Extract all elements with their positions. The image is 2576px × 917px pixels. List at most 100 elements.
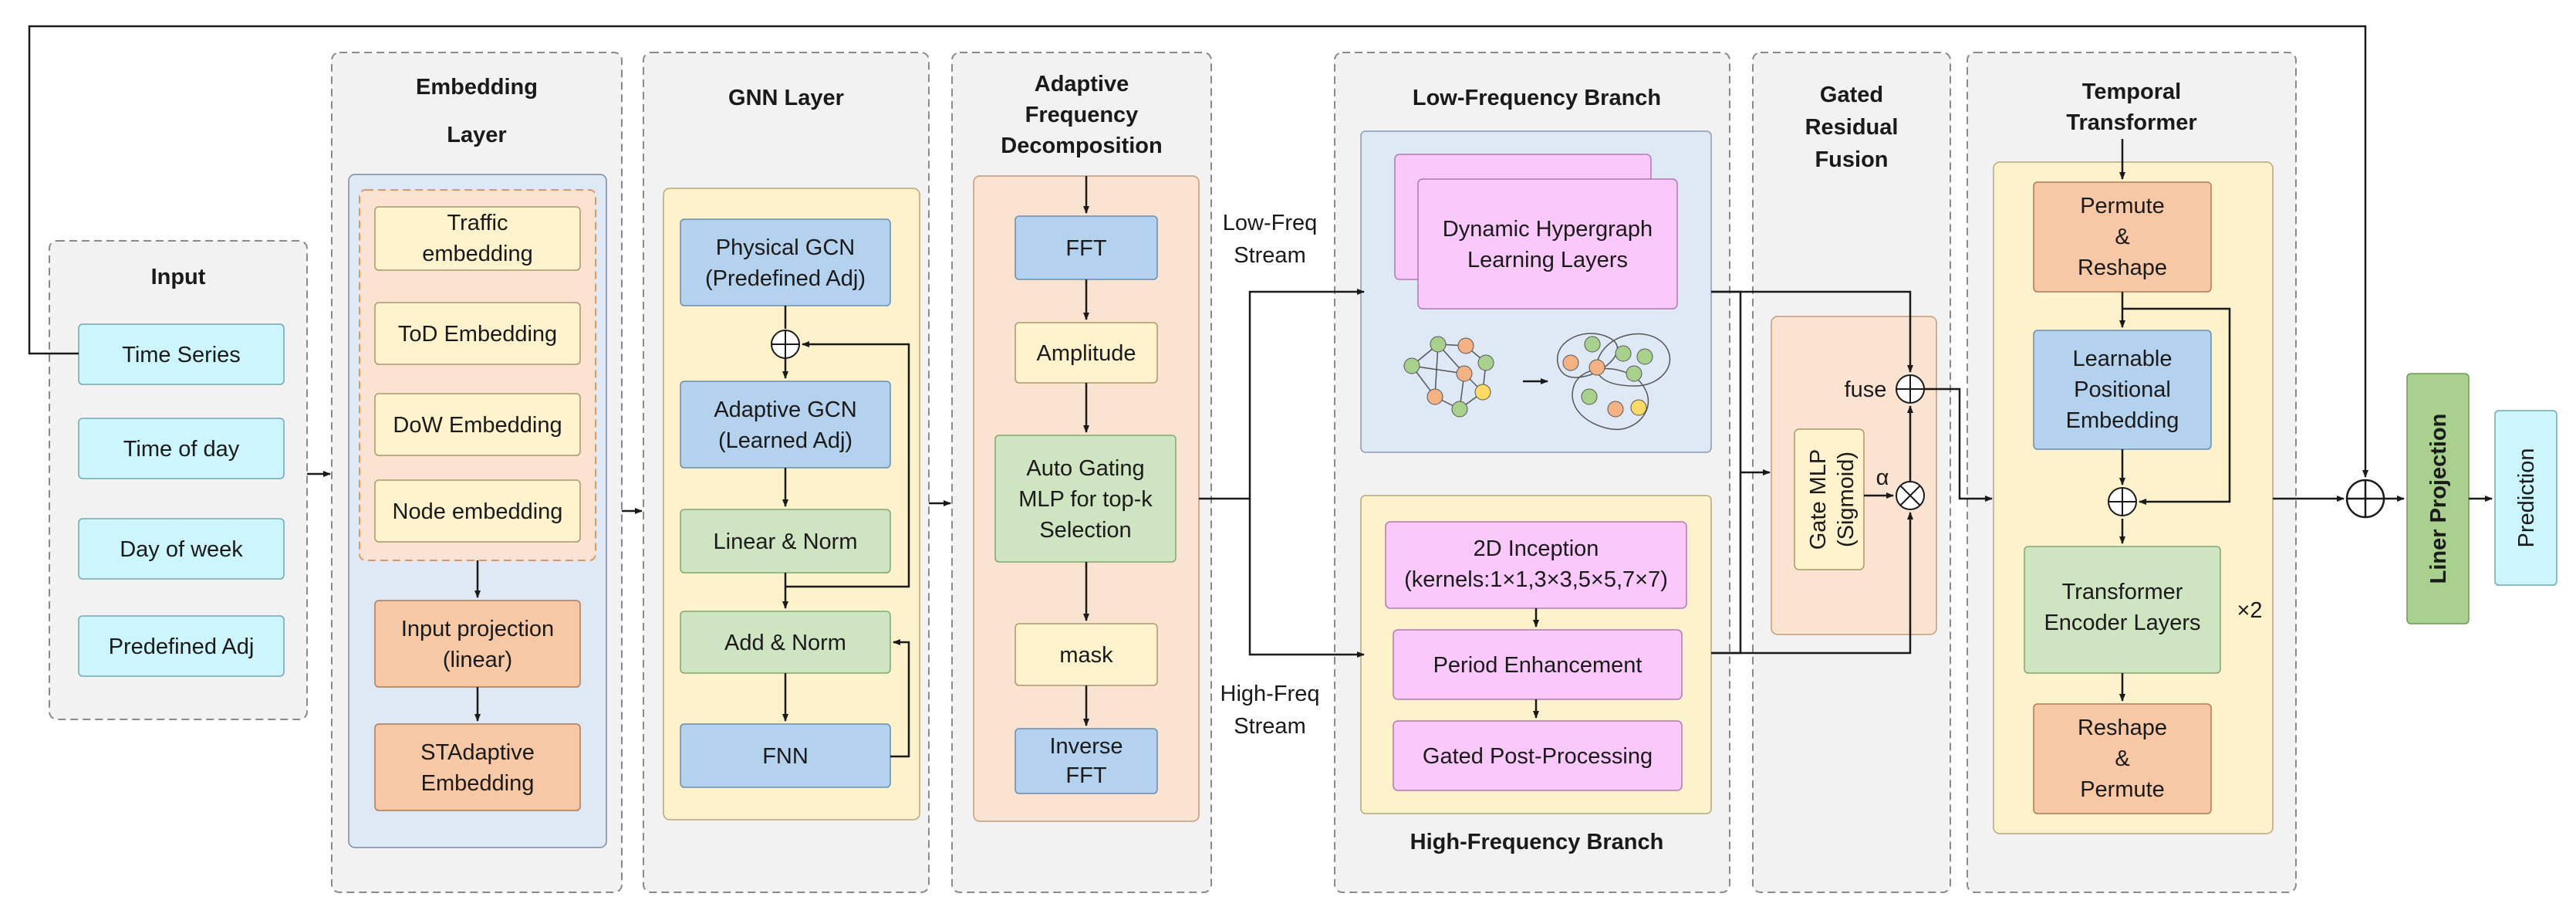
temporal-title-2: Transformer	[2066, 110, 2196, 135]
adaptive-gcn-line2: (Learned Adj)	[718, 428, 852, 453]
freq-title-2: Frequency	[1025, 103, 1139, 127]
graph-illustration	[1403, 336, 1494, 418]
node-embedding-label: Node embedding	[393, 499, 563, 524]
inception-line1: 2D Inception	[1474, 536, 1599, 561]
liner-projection-label: Liner Projection	[2426, 414, 2451, 584]
high-branch-title: High-Frequency Branch	[1410, 830, 1664, 854]
input-title: Input	[151, 265, 206, 289]
embedding-layer: Traffic embedding ToD Embedding DoW Embe…	[348, 174, 607, 848]
traffic-embedding-line1: Traffic	[447, 211, 508, 235]
input-time-series-label: Time Series	[122, 343, 241, 367]
permute-reshape-line3: Reshape	[2078, 255, 2167, 280]
hypergraph-box	[1417, 178, 1678, 310]
embedding-title-line2: Layer	[447, 123, 506, 147]
fuse-label: fuse	[1845, 377, 1887, 402]
alpha-label: α	[1876, 465, 1889, 490]
freq-title-3: Decomposition	[1001, 134, 1162, 158]
prediction-box	[2494, 410, 2557, 586]
mask-label: mask	[1059, 643, 1113, 668]
positional-line1: Learnable	[2073, 347, 2173, 371]
high-freq-stream-line2: Stream	[1234, 714, 1305, 739]
low-branch-title: Low-Frequency Branch	[1413, 86, 1661, 110]
positional-line2: Positional	[2074, 377, 2171, 402]
gate-mlp-sigmoid: (Sigmoid)	[1834, 452, 1859, 547]
dow-embedding-label: DoW Embedding	[393, 413, 562, 438]
fuse-sum-icon	[1896, 374, 1925, 404]
connectors	[28, 25, 2493, 758]
hypergraph-illustration	[1556, 333, 1671, 431]
output-sum-icon	[2345, 479, 2385, 519]
fnn-label: FNN	[762, 744, 809, 769]
gating-line3: Selection	[1039, 518, 1131, 543]
low-freq-stream-line2: Stream	[1234, 243, 1305, 268]
adaptive-gcn-box	[680, 381, 891, 469]
embedding-title-line1: Embedding	[416, 75, 538, 100]
gated-post-label: Gated Post-Processing	[1423, 744, 1653, 769]
permute-reshape-line2: &	[2115, 225, 2129, 249]
inverse-fft-line1: Inverse	[1049, 734, 1123, 759]
input-predefined-adj-label: Predefined Adj	[109, 634, 255, 659]
reshape-permute-box	[2033, 703, 2212, 814]
stadaptive-box	[374, 723, 581, 811]
inception-line2: (kernels:1×1,3×3,5×5,7×7)	[1404, 567, 1668, 592]
low-branch: Dynamic Hypergraph Learning Layers	[1360, 130, 1712, 453]
physical-gcn-box	[680, 218, 891, 306]
inception-box	[1385, 521, 1687, 609]
temporal-layer: Permute & Reshape Learnable Positional E…	[1993, 161, 2274, 834]
tod-embedding-box	[374, 302, 581, 365]
physical-gcn-line1: Physical GCN	[716, 235, 856, 260]
transformer-encoder-box	[2024, 546, 2221, 674]
stadaptive-line2: Embedding	[421, 771, 535, 796]
temporal-sum-icon	[2108, 487, 2137, 516]
input-time-of-day-label: Time of day	[123, 437, 240, 462]
high-freq-stream-line1: High-Freq	[1220, 682, 1320, 706]
gating-line1: Auto Gating	[1026, 456, 1144, 481]
inverse-fft-box	[1015, 728, 1158, 794]
gated-post-box	[1393, 720, 1683, 791]
gate-mlp-label: Gate MLP	[1806, 449, 1831, 550]
fusion-title-3: Fusion	[1815, 147, 1888, 172]
tod-embedding-label: ToD Embedding	[398, 322, 557, 347]
hypergraph-line1: Dynamic Hypergraph	[1443, 217, 1653, 242]
input-time-of-day	[78, 418, 285, 479]
temporal-title-1: Temporal	[2082, 80, 2181, 104]
add-norm-label: Add & Norm	[724, 631, 846, 655]
fft-label: FFT	[1065, 236, 1106, 261]
traffic-embedding-line2: embedding	[422, 242, 533, 266]
traffic-embedding-box	[374, 206, 581, 271]
input-predefined-adj	[78, 615, 285, 677]
permute-reshape-line1: Permute	[2080, 194, 2165, 218]
encoder-repeat-label: ×2	[2237, 598, 2262, 623]
fusion-title-1: Gated	[1820, 83, 1883, 107]
inverse-fft-line2: FFT	[1065, 763, 1106, 788]
low-freq-stream-line1: Low-Freq	[1223, 211, 1318, 235]
reshape-permute-line3: Permute	[2080, 777, 2165, 802]
gnn-sum-icon	[771, 330, 800, 359]
embedding-inner-panel	[359, 189, 596, 561]
gating-line2: MLP for top-k	[1018, 487, 1153, 512]
adaptive-gcn-line1: Adaptive GCN	[714, 398, 856, 422]
node-embedding-box	[374, 479, 581, 543]
positional-line3: Embedding	[2066, 408, 2179, 433]
prediction-label: Prediction	[2514, 448, 2539, 548]
gnn-title: GNN Layer	[728, 86, 844, 110]
linear-norm-label: Linear & Norm	[714, 530, 858, 554]
input-projection-box	[374, 600, 581, 688]
freq-title-1: Adaptive	[1035, 72, 1129, 96]
fusion-title-2: Residual	[1805, 115, 1899, 140]
reshape-permute-line1: Reshape	[2078, 716, 2167, 740]
period-enhancement-label: Period Enhancement	[1433, 653, 1642, 678]
stadaptive-line1: STAdaptive	[420, 740, 535, 765]
physical-gcn-line2: (Predefined Adj)	[705, 266, 866, 291]
amplitude-label: Amplitude	[1037, 341, 1136, 366]
multiply-icon	[1896, 481, 1925, 510]
input-day-of-week-label: Day of week	[120, 537, 243, 562]
input-day-of-week	[78, 518, 285, 580]
input-projection-line1: Input projection	[401, 617, 554, 641]
period-enhancement-box	[1393, 629, 1683, 700]
hypergraph-line2: Learning Layers	[1467, 248, 1628, 272]
encoder-line1: Transformer	[2062, 580, 2183, 604]
input-items: Time Series Time of day Day of week Pred…	[78, 323, 285, 677]
gate-mlp-box	[1794, 428, 1865, 570]
